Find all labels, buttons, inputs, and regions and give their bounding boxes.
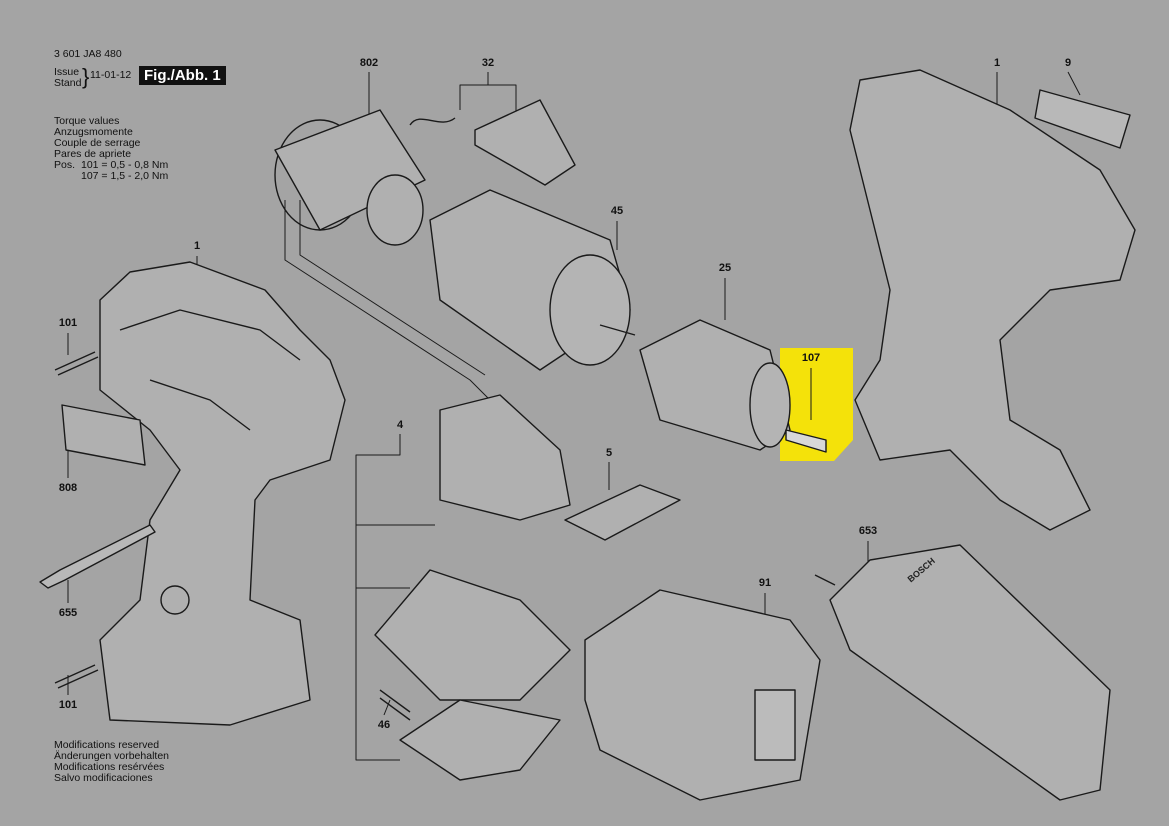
switch-4: [439, 394, 571, 521]
spring-clip: [409, 117, 456, 126]
issue-date: 11-01-12: [90, 69, 132, 81]
contact-plate: [399, 699, 561, 781]
part-label-1-right[interactable]: 1: [993, 57, 1001, 69]
motor-802: [274, 109, 426, 246]
brace: }: [82, 64, 90, 89]
torque-line: Torque values: [54, 115, 120, 127]
torque-row-107: 107 = 1,5 - 2,0 Nm: [81, 170, 169, 182]
stand-label: Stand: [54, 77, 82, 89]
part-label-46[interactable]: 46: [377, 719, 391, 731]
part-label-653[interactable]: 653: [858, 525, 878, 537]
wire: [284, 200, 491, 401]
figure-label: Fig./Abb. 1: [139, 66, 226, 85]
spring-46: [379, 689, 411, 721]
screw-101-top: [54, 351, 99, 376]
torque-row-101: 101 = 0,5 - 0,8 Nm: [81, 159, 169, 171]
part-label-1-left[interactable]: 1: [193, 240, 201, 252]
part-5: [564, 484, 681, 541]
part-label-802[interactable]: 802: [359, 57, 379, 69]
part-label-91[interactable]: 91: [758, 577, 772, 589]
issue-label: Issue: [54, 66, 80, 78]
part-label-25[interactable]: 25: [718, 262, 732, 274]
part-label-5[interactable]: 5: [605, 447, 613, 459]
footer-line: Modifications reserved: [54, 739, 160, 751]
part-label-4[interactable]: 4: [396, 419, 404, 431]
pcb-base: [374, 569, 571, 701]
housing-left: [99, 261, 346, 726]
torque-line: Couple de serrage: [54, 137, 141, 149]
part-label-45[interactable]: 45: [610, 205, 624, 217]
screw-101-bottom: [54, 664, 99, 689]
chuck-25: [639, 319, 791, 451]
footer-line: Salvo modificaciones: [54, 772, 153, 784]
label-9: [1034, 89, 1131, 149]
torque-line: Anzugsmomente: [54, 126, 133, 138]
part-label-32[interactable]: 32: [481, 57, 495, 69]
gearbox-45: [429, 189, 636, 371]
slider-32: [474, 99, 576, 186]
part-label-107[interactable]: 107: [801, 352, 821, 364]
torque-pos-label: Pos.: [54, 159, 76, 171]
part-label-655[interactable]: 655: [58, 607, 78, 619]
part-label-9[interactable]: 9: [1064, 57, 1072, 69]
label-808: [61, 404, 146, 466]
footer-line: Änderungen vorbehalten: [54, 750, 170, 762]
screw-107: [785, 429, 827, 453]
torque-line: Pares de apriete: [54, 148, 132, 160]
housing-right: [849, 69, 1136, 531]
part-label-101-bottom[interactable]: 101: [58, 699, 78, 711]
footer-line: Modifications resérvées: [54, 761, 165, 773]
bit-655: [39, 524, 156, 589]
doc-number: 3 601 JA8 480: [54, 48, 122, 60]
charger-653: [829, 544, 1111, 801]
part-label-808[interactable]: 808: [58, 482, 78, 494]
part-label-101-top[interactable]: 101: [58, 317, 78, 329]
